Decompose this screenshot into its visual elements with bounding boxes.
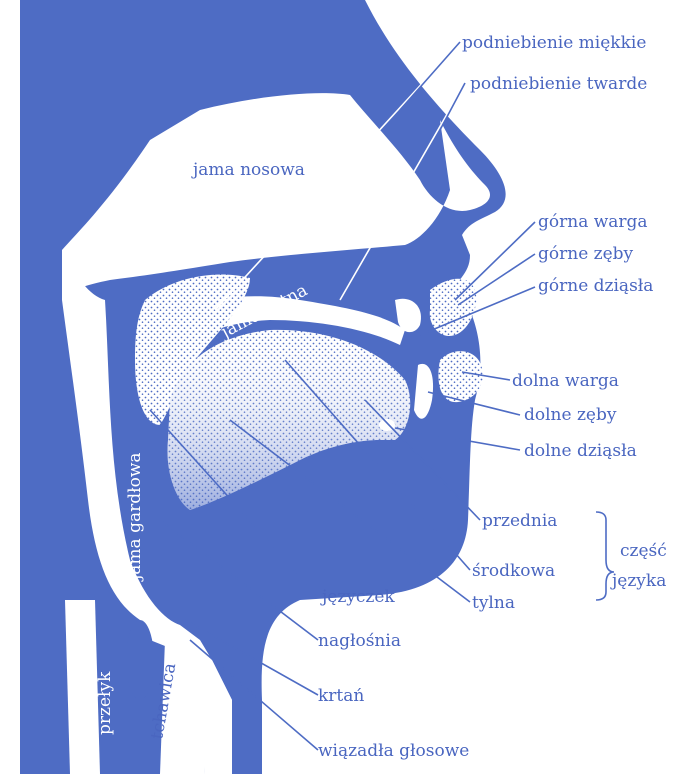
label-epiglottis: nagłośnia	[318, 631, 401, 651]
label-upper-gums: górne dziąsła	[538, 276, 653, 296]
label-soft-palate: podniebienie miękkie	[462, 33, 646, 53]
leader-upper-teeth	[458, 254, 535, 305]
label-back: tylna	[472, 593, 515, 613]
label-tongue-part-1: część	[620, 541, 667, 561]
label-front: przednia	[482, 511, 557, 531]
label-upper-lip: górna warga	[538, 212, 648, 232]
label-lower-gums: dolne dziąsła	[524, 441, 637, 461]
label-nasal-cavity: jama nosowa	[191, 160, 305, 180]
label-larynx: krtań	[318, 686, 364, 706]
label-hard-palate: podniebienie twarde	[470, 74, 647, 94]
label-pharyngeal-cavity: jama gardłowa	[125, 452, 145, 582]
label-upper-teeth: górne zęby	[538, 244, 634, 264]
label-tongue-part-2: języka	[610, 571, 666, 591]
label-lower-teeth: dolne zęby	[524, 405, 617, 425]
label-vocal-cords: wiązadła głosowe	[318, 741, 469, 761]
label-lower-lip: dolna warga	[512, 371, 619, 391]
label-middle: środkowa	[472, 561, 555, 581]
epiglottis-flap	[126, 620, 154, 700]
label-esophagus: przełyk	[95, 671, 115, 735]
label-uvula: języczek	[320, 587, 395, 607]
